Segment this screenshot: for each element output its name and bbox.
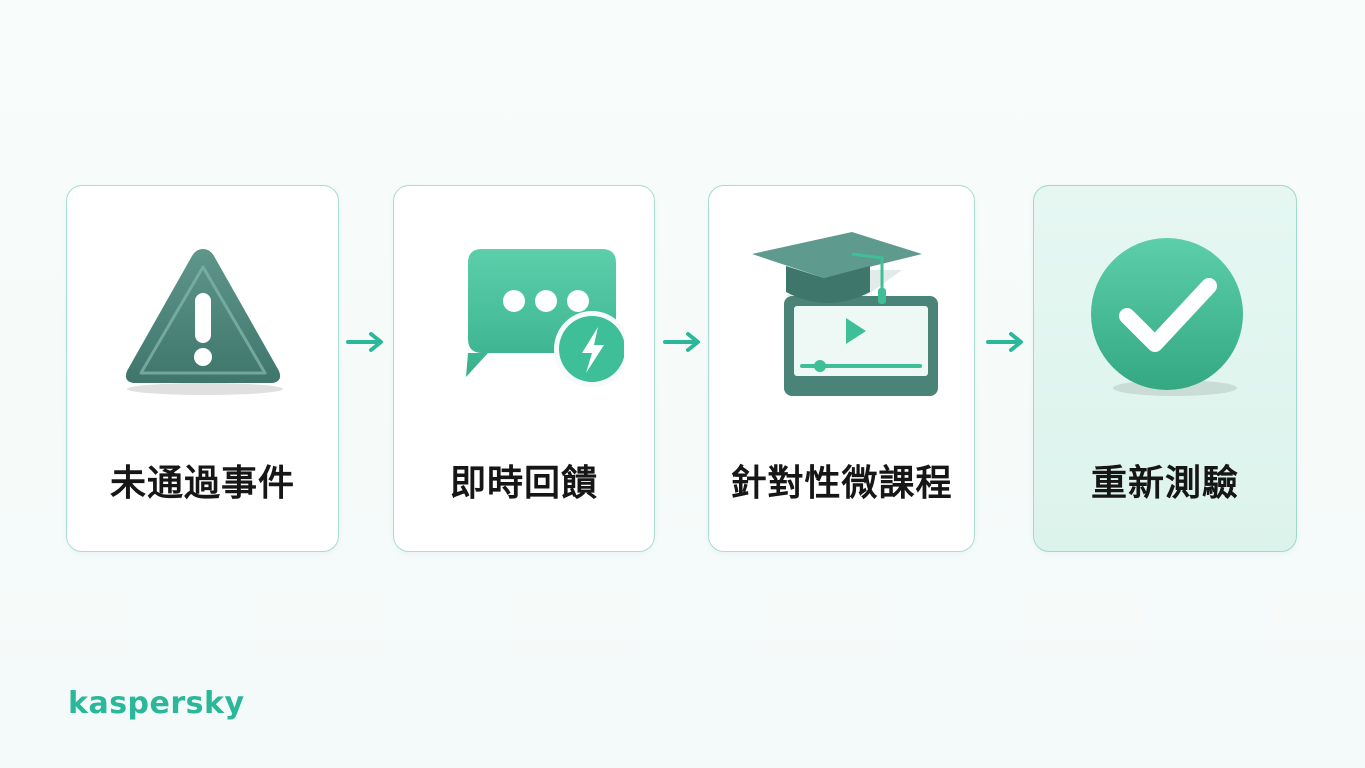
step-label-retest: 重新測驗 (1090, 463, 1239, 504)
step-label-targeted-microlearning: 針對性微課程 (730, 463, 953, 504)
step-card-failed-event: 未通過事件 (66, 185, 339, 552)
warning-triangle-icon (67, 226, 338, 406)
arrow-right-icon (986, 332, 1023, 352)
arrow-right-icon (346, 332, 383, 352)
step-card-retest: 重新測驗 (1033, 185, 1297, 552)
step-card-instant-feedback: 即時回饋 (393, 185, 655, 552)
check-circle-icon (1034, 226, 1296, 406)
step-card-targeted-microlearning: 針對性微課程 (708, 185, 975, 552)
step-label-failed-event: 未通過事件 (109, 463, 295, 504)
step-label-instant-feedback: 即時回饋 (449, 463, 598, 504)
arrow-right-icon (663, 332, 700, 352)
chat-bubble-lightning-icon (394, 226, 654, 406)
graduation-cap-video-icon (709, 226, 974, 406)
kaspersky-logo: kaspersky (68, 686, 245, 721)
